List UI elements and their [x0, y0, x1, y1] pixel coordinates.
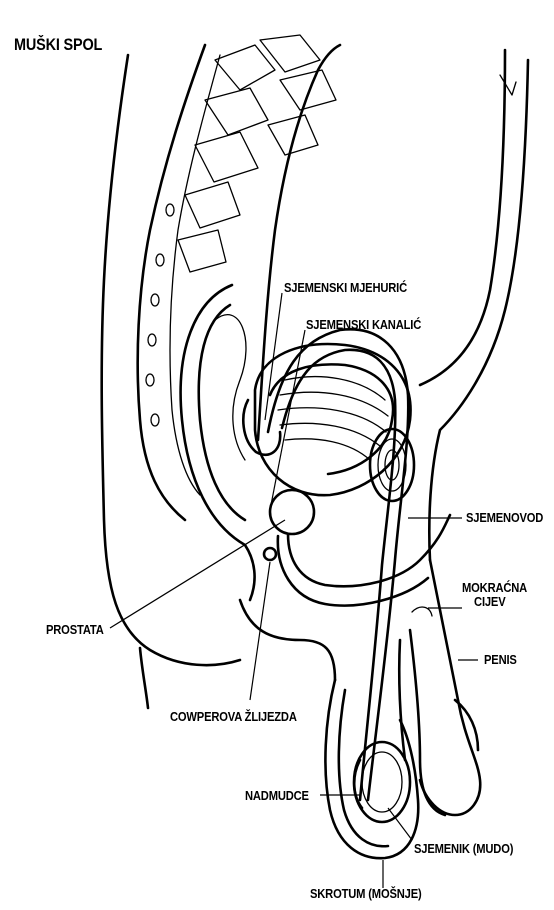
- label-skrotum: SKROTUM (MOŠNJE): [310, 887, 422, 901]
- leader-sjemenski-kanalic: [270, 330, 305, 510]
- leader-prostata: [110, 520, 285, 628]
- label-mokracna-cijev: MOKRAĆNA CIJEV: [462, 581, 527, 610]
- label-sjemenovod: SJEMENOVOD: [466, 511, 543, 525]
- label-penis: PENIS: [484, 653, 517, 667]
- label-mokracna-line2: CIJEV: [462, 595, 527, 609]
- label-cowperova-zlijezda: COWPEROVA ŽLIJEZDA: [170, 710, 297, 724]
- diagram-title: MUŠKI SPOL: [14, 36, 102, 55]
- leader-sjemenski-mjehuric: [265, 293, 282, 420]
- leader-sjemenik: [388, 808, 412, 840]
- leader-cowperova: [250, 562, 270, 700]
- label-prostata: PROSTATA: [46, 623, 104, 637]
- label-nadmudce: NADMUDCE: [245, 789, 309, 803]
- label-sjemenski-mjehuric: SJEMENSKI MJEHURIĆ: [284, 281, 407, 295]
- label-sjemenik: SJEMENIK (MUDO): [414, 842, 513, 856]
- label-sjemenski-kanalic: SJEMENSKI KANALIĆ: [306, 318, 421, 332]
- label-mokracna-line1: MOKRAĆNA: [462, 581, 527, 595]
